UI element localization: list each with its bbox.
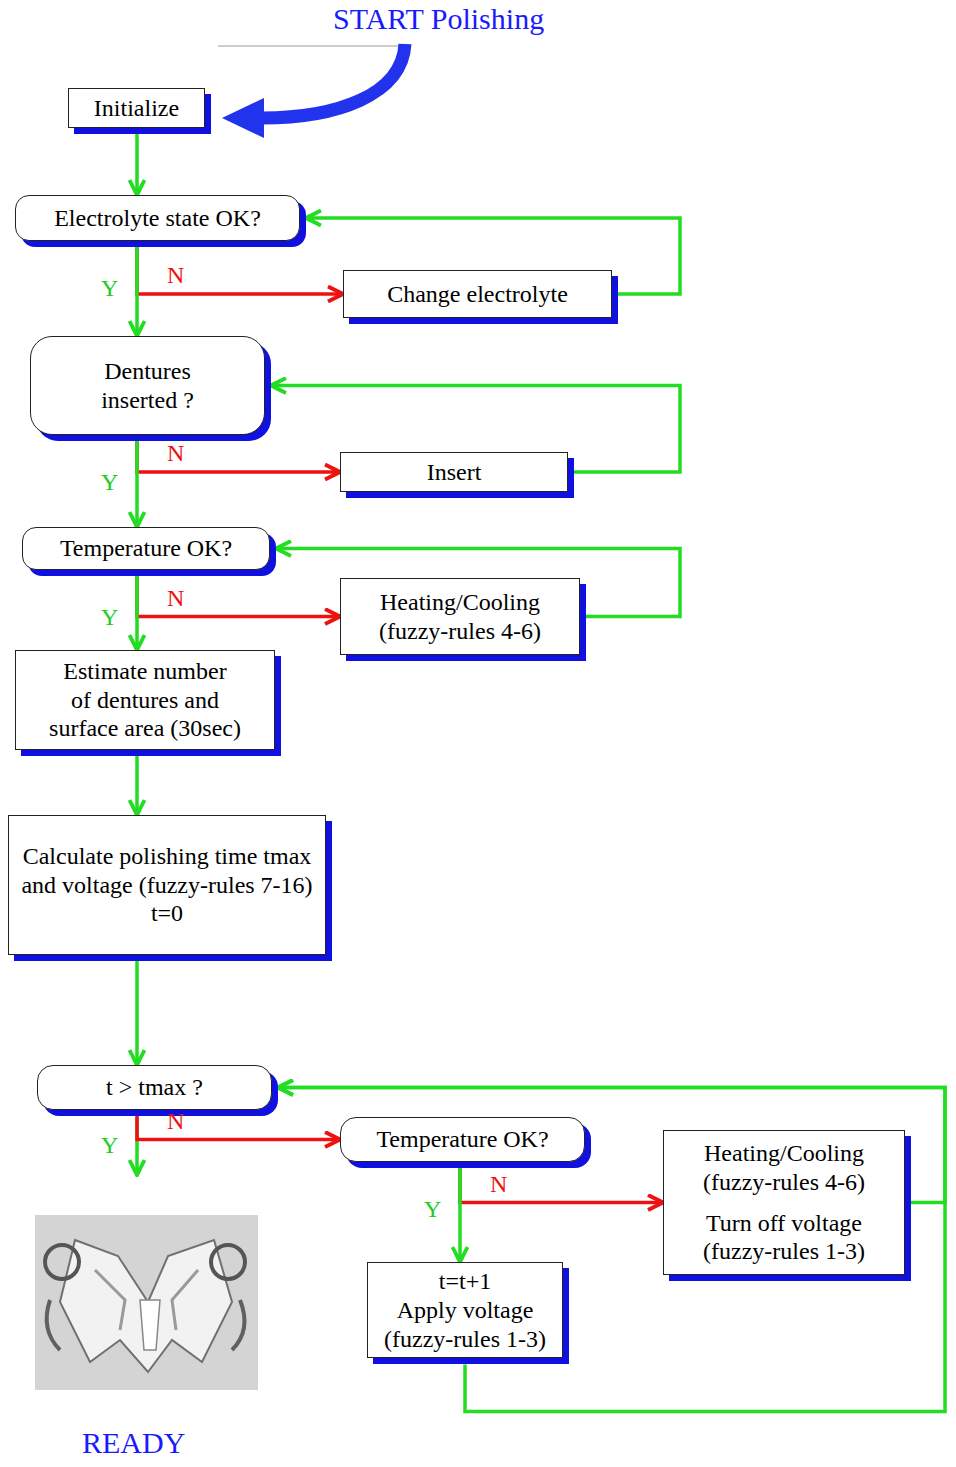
edge-label: Y (424, 1196, 441, 1222)
node-text: t=0 (151, 899, 183, 928)
flow-arrow (278, 1088, 945, 1412)
edge-label: Y (101, 275, 118, 301)
process-box: t=t+1Apply voltage (fuzzy-rules 1-3) (367, 1262, 563, 1358)
denture-photo (35, 1215, 258, 1390)
node-text: Turn off voltage (fuzzy-rules 1-3) (676, 1209, 892, 1267)
process-box: Initialize (68, 88, 205, 128)
flow-arrow (137, 247, 343, 294)
flow-arrow (135, 576, 139, 650)
flow-arrow (135, 134, 139, 195)
node-text: Dentures inserted ? (71, 357, 224, 415)
node-text: Initialize (94, 94, 179, 123)
flow-arrow (278, 1088, 945, 1203)
flow-arrow (137, 441, 340, 472)
start-label: START Polishing (333, 2, 544, 35)
node-text: Electrolyte state OK? (54, 204, 261, 233)
process-box: Heating/Cooling (fuzzy-rules 4-6) (340, 578, 580, 655)
node-text: Temperature OK? (60, 534, 232, 563)
decision-box: Temperature OK? (22, 527, 270, 570)
flow-arrow (137, 576, 340, 617)
process-box: Insert (340, 452, 568, 492)
process-box: Calculate polishing time tmax and voltag… (8, 815, 326, 955)
node-text: Heating/Cooling (fuzzy-rules 4-6) (353, 588, 567, 646)
edge-label: N (167, 1108, 184, 1134)
node-text: Heating/Cooling (fuzzy-rules 4-6) (676, 1139, 892, 1197)
flow-arrow (458, 1168, 462, 1262)
edge-label: N (167, 585, 184, 611)
decision-box: Temperature OK? (340, 1117, 585, 1162)
process-box: Change electrolyte (343, 270, 612, 318)
decision-box: Dentures inserted ? (30, 336, 265, 435)
flow-arrow (135, 441, 139, 527)
branch-label: Y (101, 1132, 118, 1158)
start-arrow-shaft (262, 44, 405, 118)
process-box: Heating/Cooling (fuzzy-rules 4-6) Turn of… (663, 1130, 905, 1275)
node-text: t=t+1 (439, 1267, 491, 1296)
flow-arrow (135, 961, 139, 1065)
edge-label: Y (101, 604, 118, 630)
decision-box: t > tmax ? (37, 1065, 272, 1110)
process-box: Estimate number of dentures and surface … (15, 650, 275, 750)
node-text: t > tmax ? (106, 1073, 203, 1102)
flow-arrow (135, 247, 139, 336)
edge-label: N (167, 262, 184, 288)
flow-arrow (135, 756, 139, 815)
edge-label: N (167, 440, 184, 466)
node-text: Calculate polishing time tmax and voltag… (17, 842, 317, 900)
title-rule (218, 46, 410, 47)
node-text: Apply voltage (fuzzy-rules 1-3) (374, 1296, 556, 1354)
edge-label: Y (101, 469, 118, 495)
flow-arrow (460, 1168, 663, 1203)
edge-label: N (490, 1171, 507, 1197)
node-text: Estimate number of dentures and surface … (22, 657, 268, 743)
end-label: READY (82, 1426, 185, 1459)
decision-box: Electrolyte state OK? (15, 195, 300, 241)
node-text: Temperature OK? (376, 1125, 548, 1154)
node-text: Insert (427, 458, 482, 487)
node-text: Change electrolyte (387, 280, 568, 309)
start-arrow-head (222, 98, 264, 138)
